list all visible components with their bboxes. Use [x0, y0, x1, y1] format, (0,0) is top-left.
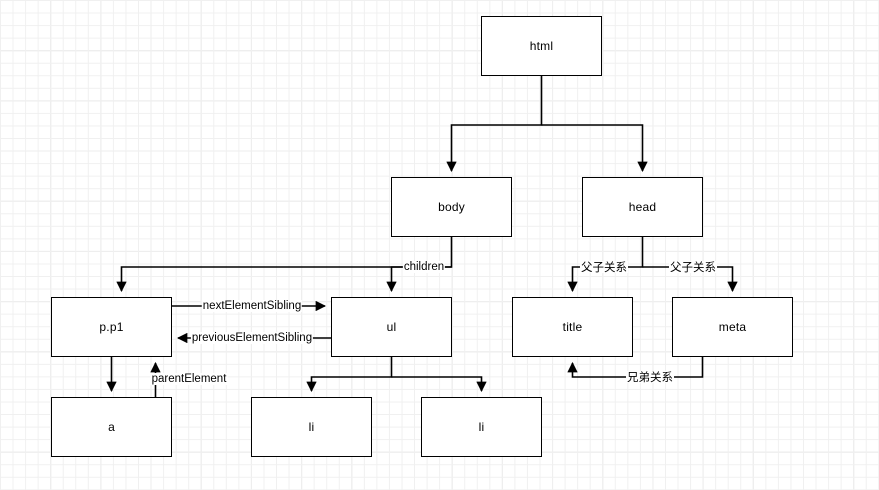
- node-ul[interactable]: ul: [331, 297, 452, 357]
- node-p-p1[interactable]: p.p1: [51, 297, 172, 357]
- edge-label-sibling-relation: 兄弟关系: [626, 370, 674, 384]
- node-title[interactable]: title: [512, 297, 633, 357]
- edge-label-previous-element-sibling: previousElementSibling: [190, 332, 314, 344]
- node-html[interactable]: html: [481, 16, 602, 76]
- edge-label-next-element-sibling: nextElementSibling: [201, 300, 303, 312]
- node-li-2[interactable]: li: [421, 397, 542, 457]
- node-body[interactable]: body: [391, 177, 512, 237]
- edge-ul-li1: [306, 357, 393, 393]
- node-meta[interactable]: meta: [672, 297, 793, 357]
- edge-label-children: children: [402, 261, 446, 273]
- node-a[interactable]: a: [51, 397, 172, 457]
- edge-label-parent-child-meta: 父子关系: [669, 260, 717, 274]
- edge-html-head: [541, 124, 648, 173]
- edge-label-parent-element: parentElement: [150, 373, 228, 385]
- edge-ul-li2: [391, 376, 487, 393]
- edge-html-body: [446, 76, 543, 173]
- node-head[interactable]: head: [582, 177, 703, 237]
- node-li-1[interactable]: li: [251, 397, 372, 457]
- edge-label-parent-child-title: 父子关系: [580, 260, 628, 274]
